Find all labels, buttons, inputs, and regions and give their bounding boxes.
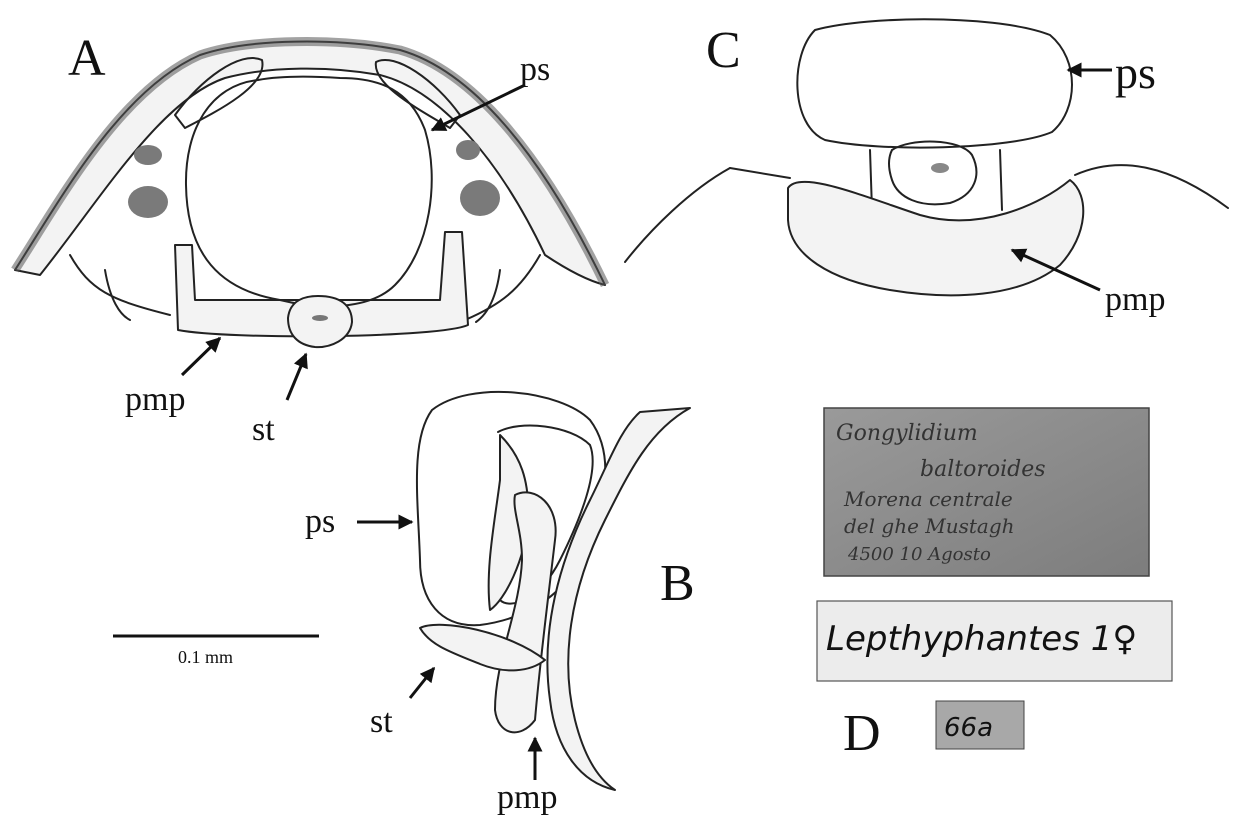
panel-b-epigyne-lateral: [417, 392, 690, 790]
panel-c-inner-oval: [889, 142, 976, 205]
panel-letter-a: A: [68, 30, 106, 87]
panel-a-ps-label: ps: [520, 51, 550, 88]
panel-b-st-arrow: [410, 668, 434, 698]
panel-letter-b: B: [660, 555, 695, 612]
panel-b-ps-label: ps: [305, 503, 335, 540]
species-label-text: Lepthyphantes 1♀: [826, 619, 1137, 659]
panel-a-epigyne-ventral: [15, 42, 605, 348]
label-line-4: del ghe Mustagh: [844, 514, 1015, 538]
panel-a-spot: [456, 140, 480, 160]
label-line-2: baltoroides: [920, 457, 1046, 482]
panel-c-pmp-label: pmp: [1105, 281, 1165, 318]
panel-b-st-label: st: [370, 703, 393, 740]
label-line-3: Morena centrale: [843, 487, 1013, 511]
panel-a-pmp-label: pmp: [125, 381, 185, 418]
panel-a-spot: [460, 180, 500, 216]
panel-a-pmp-arrow: [182, 338, 220, 375]
label-line-5: 4500 10 Agosto: [847, 544, 991, 565]
panel-a-st-arrow: [287, 354, 306, 400]
panel-c-ps-scape: [797, 19, 1072, 147]
panel-a-spot: [134, 145, 162, 165]
panel-b-pmp-label: pmp: [497, 779, 557, 816]
panel-c-pmp: [788, 180, 1083, 295]
panel-a-spot: [128, 186, 168, 218]
panel-a-ps-scape: [186, 77, 432, 307]
label-line-1: Gongylidium: [836, 421, 978, 446]
panel-letter-d: D: [843, 705, 881, 762]
panel-letter-c: C: [706, 22, 741, 79]
panel-d-labels: Gongylidium baltoroides Morena centrale …: [817, 408, 1172, 749]
panel-a-stretcher: [288, 296, 352, 347]
scale-bar-label: 0.1 mm: [178, 647, 233, 667]
number-tag-text: 66a: [944, 713, 993, 743]
panel-a-st-label: st: [252, 411, 275, 448]
panel-c-ps-label: ps: [1115, 47, 1156, 98]
